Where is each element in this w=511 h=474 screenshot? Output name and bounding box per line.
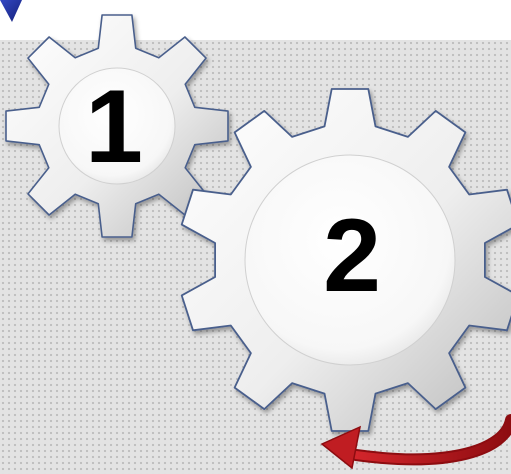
gear-1-number: 1 (85, 69, 143, 185)
blue-arrow-tip-icon (0, 0, 22, 22)
gear-2-number: 2 (323, 198, 381, 314)
gear-2: 2 (182, 89, 511, 431)
